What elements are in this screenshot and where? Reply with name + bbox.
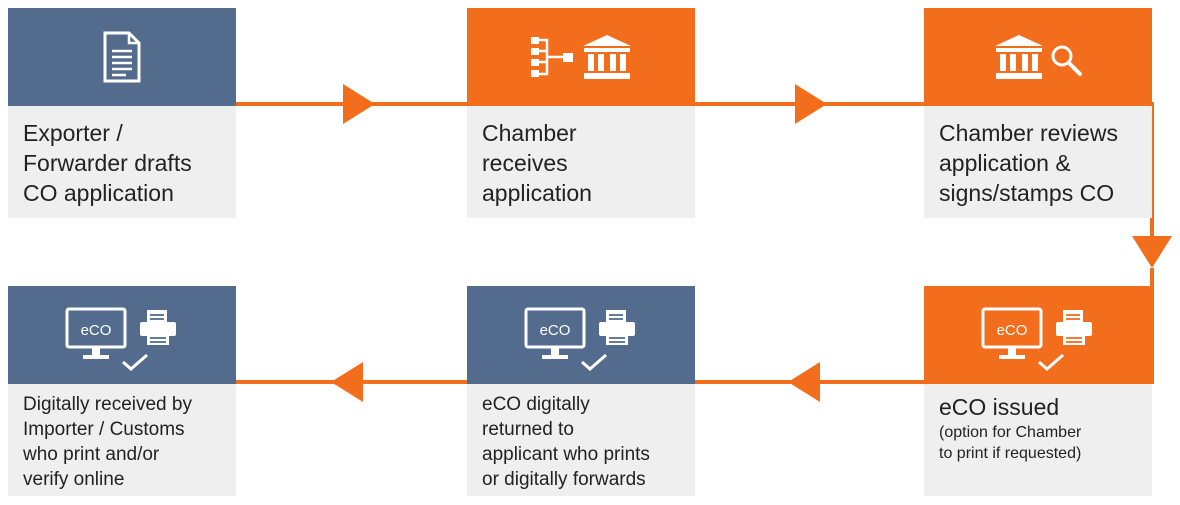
step-text-line: CO application (23, 180, 174, 206)
monitor-icon: eCO (524, 307, 588, 363)
screen-text: eCO (81, 322, 112, 339)
magnifier-icon (1049, 43, 1083, 77)
step-header (924, 8, 1152, 106)
arrow-right-2 (795, 84, 827, 124)
step-text-line: who print and/or (23, 444, 160, 465)
step-note-line: (option for Chamber (939, 424, 1082, 441)
step-text-line: Forwarder drafts (23, 150, 192, 176)
printer-icon (1053, 309, 1095, 347)
step-header: eCO (924, 286, 1152, 384)
arrow-left-1 (788, 362, 820, 402)
step-header: eCO (8, 286, 236, 384)
step-digitally-received: eCO Digitally received by Importer / Cus… (8, 286, 236, 496)
step-exporter-drafts: Exporter / Forwarder drafts CO applicati… (8, 8, 236, 218)
step-description: Chamber reviews application & signs/stam… (924, 106, 1152, 218)
step-text-line: Chamber (482, 120, 577, 146)
step-description: Chamber receives application (467, 106, 695, 218)
arrow-right-1 (343, 84, 375, 124)
step-text-line: eCO digitally (482, 394, 590, 415)
step-header: eCO (467, 286, 695, 384)
step-text-line: applicant who prints (482, 444, 650, 465)
step-description: Digitally received by Importer / Customs… (8, 384, 236, 496)
printer-icon (137, 309, 179, 347)
step-text-line: application & (939, 150, 1071, 176)
step-header (8, 8, 236, 106)
arrow-left-2 (331, 362, 363, 402)
screen-text: eCO (540, 322, 571, 339)
step-text-line: verify online (23, 469, 125, 490)
screen-text: eCO (997, 322, 1028, 339)
connector-bottom (8, 268, 1154, 384)
institution-icon (993, 33, 1045, 81)
arrow-down (1132, 236, 1172, 268)
monitor-icon: eCO (65, 307, 129, 363)
checkmark-icon (1036, 352, 1066, 372)
step-note-line: to print if requested) (939, 445, 1082, 462)
step-description: eCO issued (option for Chamber to print … (924, 384, 1152, 496)
institution-icon (581, 33, 633, 81)
step-eco-issued: eCO eCO issued (option for Chamber to pr… (924, 286, 1152, 496)
step-text-line: application (482, 180, 592, 206)
step-text-line: returned to (482, 419, 574, 440)
step-description: Exporter / Forwarder drafts CO applicati… (8, 106, 236, 218)
step-chamber-reviews: Chamber reviews application & signs/stam… (924, 8, 1152, 218)
document-icon (102, 31, 142, 83)
step-text-line: or digitally forwards (482, 469, 646, 490)
checkmark-icon (579, 352, 609, 372)
step-text-line: receives (482, 150, 568, 176)
step-text-line: Digitally received by (23, 394, 192, 415)
connector-top (8, 102, 1154, 238)
flowchart-icon (529, 34, 575, 80)
checkmark-icon (120, 352, 150, 372)
step-header (467, 8, 695, 106)
step-text-line: signs/stamps CO (939, 180, 1115, 206)
step-eco-returned: eCO eCO digitally returned to applicant … (467, 286, 695, 496)
step-text-line: Importer / Customs (23, 419, 185, 440)
printer-icon (596, 309, 638, 347)
step-text-line: Chamber reviews (939, 120, 1118, 146)
step-text-line: eCO issued (939, 394, 1060, 420)
step-description: eCO digitally returned to applicant who … (467, 384, 695, 496)
step-text-line: Exporter / (23, 120, 123, 146)
step-chamber-receives: Chamber receives application (467, 8, 695, 218)
monitor-icon: eCO (981, 307, 1045, 363)
